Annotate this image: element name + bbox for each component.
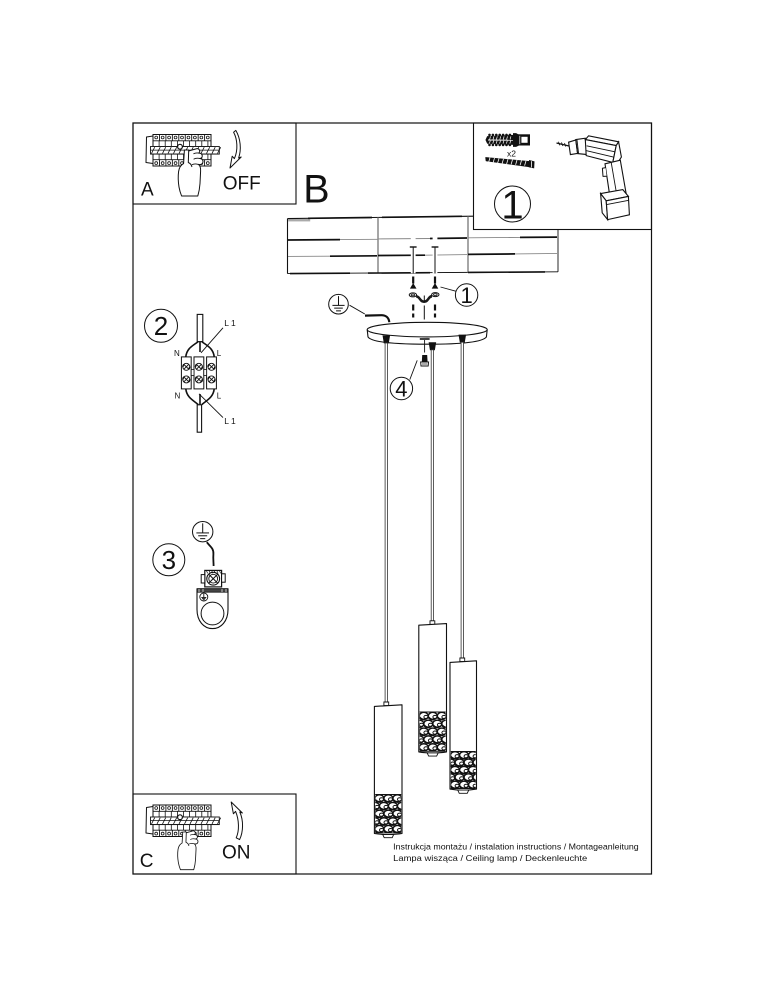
svg-text:B: B: [303, 167, 329, 211]
svg-text:L: L: [217, 392, 222, 401]
svg-text:Instrukcja montażu / instalati: Instrukcja montażu / instalation instruc…: [393, 842, 639, 852]
svg-text:3: 3: [162, 545, 176, 575]
svg-text:Lampa wisząca / Ceiling lamp /: Lampa wisząca / Ceiling lamp / Deckenleu…: [393, 853, 587, 863]
svg-text:C: C: [140, 851, 154, 872]
svg-text:OFF: OFF: [223, 173, 261, 194]
svg-text:N: N: [174, 349, 180, 358]
svg-text:ON: ON: [222, 842, 251, 863]
svg-text:A: A: [141, 179, 154, 200]
svg-text:L: L: [217, 349, 222, 358]
svg-text:L 1: L 1: [224, 416, 236, 426]
svg-text:1: 1: [501, 183, 523, 227]
svg-text:1: 1: [460, 283, 472, 308]
svg-text:4: 4: [395, 376, 407, 401]
svg-text:L 1: L 1: [224, 318, 236, 328]
svg-text:x2: x2: [507, 149, 516, 159]
svg-text:N: N: [175, 392, 181, 401]
svg-text:2: 2: [154, 311, 168, 341]
